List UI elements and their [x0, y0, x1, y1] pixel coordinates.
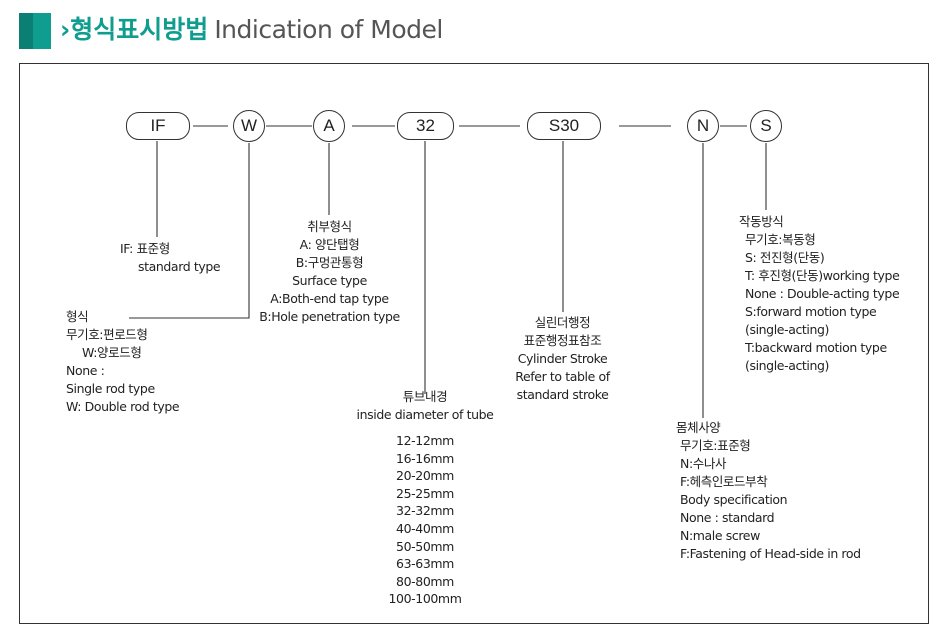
code-a-circle: A — [313, 110, 345, 142]
label-line: 무기호:표준형 — [680, 438, 751, 453]
label-line: T:backward motion type — [745, 340, 887, 355]
code-n-circle: N — [687, 110, 719, 142]
label-line: (single-acting) — [745, 358, 830, 373]
label-line: W:양로드형 — [82, 345, 142, 360]
label-line: N:male screw — [680, 528, 760, 543]
label-line: 형식 — [66, 309, 89, 324]
label-line: S:forward motion type — [745, 304, 877, 319]
label-line: 무기호:복동형 — [745, 232, 816, 247]
label-line: B:Hole penetration type — [259, 309, 400, 324]
label-bore-title: 튜브내경 inside diameter of tube — [345, 388, 505, 424]
label-line: Cylinder Stroke — [517, 351, 608, 366]
label-line: Surface type — [292, 273, 367, 288]
label-line: 실린더행정 — [534, 315, 591, 330]
code-s-circle: S — [750, 110, 782, 142]
label-line: 표준행정표참조 — [523, 333, 602, 348]
label-line: T: 후진형(단동)working type — [745, 268, 900, 283]
label-line: None : — [66, 363, 105, 378]
bore-list-item: 80-80mm — [396, 573, 454, 589]
label-bore-list: 12-12mm 16-16mm 20-20mm 25-25mm 32-32mm … — [370, 432, 480, 608]
label-line: A: 양단탭형 — [299, 237, 360, 252]
code-w-circle: W — [233, 110, 265, 142]
bore-list-item: 32-32mm — [396, 503, 454, 519]
bore-list-item: 25-25mm — [396, 485, 454, 501]
bore-list-item: 63-63mm — [396, 556, 454, 572]
bore-list-item: 16-16mm — [396, 450, 454, 466]
bore-list-item: 50-50mm — [396, 538, 454, 554]
code-stroke-box: S30 — [527, 112, 601, 140]
label-line: A:Both-end tap type — [270, 291, 389, 306]
label-line: S: 전진형(단동) — [745, 250, 825, 265]
label-line: 무기호:편로드형 — [66, 327, 148, 342]
label-line: standard stroke — [516, 387, 609, 402]
label-body-spec: 몸체사양 무기호:표준형 N:수나사 F:헤측인로드부착 Body specif… — [676, 419, 861, 563]
code-if-box: IF — [126, 112, 190, 140]
label-line: 작동방식 — [739, 214, 784, 229]
label-line: (single-acting) — [745, 322, 830, 337]
label-line: 튜브내경 — [402, 389, 448, 404]
label-line: None : standard — [680, 510, 775, 525]
label-line: W: Double rod type — [66, 399, 180, 414]
label-line: standard type — [138, 259, 221, 274]
label-line: N:수나사 — [680, 456, 727, 471]
bore-list-item: 40-40mm — [396, 520, 454, 536]
header-accent-block-dark — [19, 13, 33, 49]
bore-list-item: 20-20mm — [396, 468, 454, 484]
label-line: Single rod type — [66, 381, 155, 396]
label-line: 취부형식 — [307, 219, 352, 234]
label-type: 형식 무기호:편로드형 W:양로드형 None : Single rod typ… — [66, 308, 180, 416]
label-line: F:헤측인로드부착 — [680, 474, 768, 489]
label-line: inside diameter of tube — [356, 407, 494, 422]
bore-list-item: 100-100mm — [388, 591, 462, 607]
label-line: B:구멍관통형 — [295, 255, 364, 270]
bore-list-item: 12-12mm — [396, 433, 454, 448]
label-line: Refer to table of — [515, 369, 610, 384]
label-action-type: 작동방식 무기호:복동형 S: 전진형(단동) T: 후진형(단동)workin… — [739, 213, 900, 375]
section-title-korean: ›형식표시방법 — [60, 15, 209, 44]
diagram-frame — [19, 63, 929, 624]
label-line: None : Double-acting type — [745, 286, 900, 301]
label-mount-type: 취부형식 A: 양단탭형 B:구멍관통형 Surface type A:Both… — [252, 218, 407, 326]
label-line: Body specification — [680, 492, 788, 507]
label-if-standard: IF: 표준형 standard type — [120, 240, 221, 276]
label-stroke: 실린더행정 표준행정표참조 Cylinder Stroke Refer to t… — [505, 314, 620, 404]
label-line: 몸체사양 — [676, 420, 721, 435]
code-bore-box: 32 — [397, 112, 454, 140]
label-line: F:Fastening of Head-side in rod — [680, 546, 861, 561]
section-title-english: Indication of Model — [214, 15, 443, 44]
label-line: IF: 표준형 — [120, 241, 170, 256]
